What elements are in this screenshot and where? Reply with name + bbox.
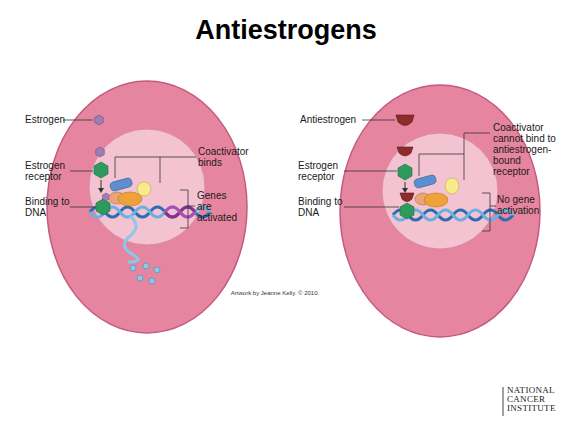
antiestrogen-molecule xyxy=(400,193,414,202)
leader-line xyxy=(188,206,195,207)
coactivator-protein xyxy=(445,178,459,194)
bracket xyxy=(115,157,160,183)
estrogen-molecule xyxy=(95,115,104,125)
callout-label: Coactivator cannot bind to antiestrogen-… xyxy=(493,122,559,177)
slide-title: Antiestrogens xyxy=(0,14,572,46)
estrogen-receptor xyxy=(400,203,414,219)
estrogen-receptor xyxy=(96,199,110,215)
leader-line xyxy=(70,171,93,172)
callout-label: Coactivator binds xyxy=(198,146,258,168)
antiestrogen-molecule xyxy=(397,147,413,156)
callout-label: Binding to DNA xyxy=(25,196,71,218)
leader-line xyxy=(344,207,399,208)
leader-line xyxy=(160,157,196,158)
protein-dot xyxy=(149,278,155,284)
cell-body xyxy=(47,81,247,333)
estrogen-receptor xyxy=(94,162,108,178)
coactivator-protein xyxy=(109,177,133,191)
callout-label: Binding to DNA xyxy=(298,196,344,218)
leader-line xyxy=(63,120,93,121)
estrogen-receptor xyxy=(398,164,412,180)
coactivator-protein xyxy=(424,193,448,207)
callout-label: Estrogen receptor xyxy=(25,160,73,182)
coactivator-protein xyxy=(137,182,151,196)
bracket xyxy=(482,193,490,231)
protein-dot xyxy=(154,267,160,273)
callout-label: Estrogen receptor xyxy=(298,160,346,182)
leader-line xyxy=(362,120,395,121)
leader-line xyxy=(464,133,490,154)
protein-dot xyxy=(137,275,143,281)
antiestrogen-molecule xyxy=(396,115,414,126)
artwork-credit: Artwork by Jeanne Kelly. © 2010. xyxy=(190,289,360,297)
left-cell xyxy=(47,81,247,333)
callout-label: No gene activation xyxy=(497,194,547,216)
callout-label: Antiestrogen xyxy=(300,114,364,125)
mrna-strand xyxy=(124,216,138,262)
callout-label: Genes are activated xyxy=(197,190,241,223)
gene-segment xyxy=(165,207,195,217)
protein-dot xyxy=(130,265,136,271)
arrow-head xyxy=(402,188,408,193)
protein-dot xyxy=(143,263,149,269)
logo-text: NATIONAL CANCER INSTITUTE xyxy=(507,386,567,413)
nucleus xyxy=(382,133,498,249)
callout-label: Estrogen xyxy=(25,114,65,125)
leader-line xyxy=(70,207,95,208)
logo-rule xyxy=(503,387,504,416)
arrow-head xyxy=(98,188,104,193)
leader-line xyxy=(344,171,397,172)
coactivator-protein xyxy=(413,174,437,188)
coactivator-protein xyxy=(118,192,142,206)
leader-line xyxy=(490,206,496,207)
estrogen-molecule xyxy=(103,193,110,201)
bracket xyxy=(419,154,464,180)
gene-segment xyxy=(165,207,195,217)
estrogen-molecule xyxy=(96,147,105,157)
bracket xyxy=(180,190,188,228)
nucleus xyxy=(89,129,205,245)
